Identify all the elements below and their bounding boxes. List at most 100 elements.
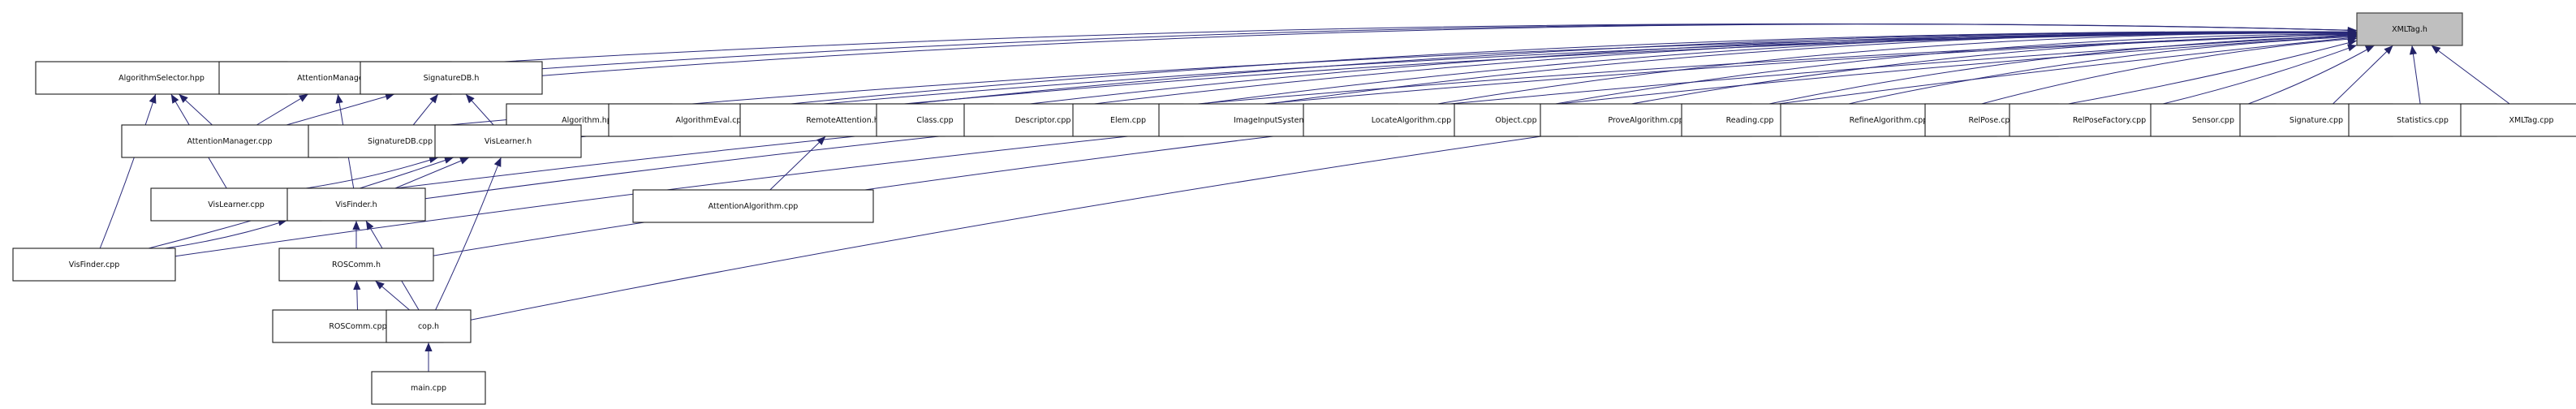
node-label: ROSComm.h	[332, 260, 381, 269]
node-box	[632, 189, 874, 223]
node-box	[2356, 12, 2463, 46]
node-label: cop.h	[418, 322, 439, 331]
edge-arrowhead	[444, 156, 454, 164]
dependency-edge	[2162, 45, 2358, 105]
dependency-edge	[424, 33, 2358, 200]
graph-node-vislearner-h[interactable]: VisLearner.h	[434, 124, 582, 158]
graph-node-xmltag-h[interactable]: XMLTag.h	[2356, 12, 2463, 46]
graph-node-cop-h[interactable]: cop.h	[386, 309, 472, 343]
dependency-edge	[165, 220, 288, 249]
node-label: AttentionManager.cpp	[187, 137, 273, 146]
dependency-edge	[1397, 32, 2358, 111]
edge-layer	[99, 23, 2510, 372]
edge-arrowhead	[2431, 45, 2441, 54]
dependency-edge	[435, 157, 502, 311]
edge-arrowhead	[352, 221, 360, 230]
edge-arrowhead	[2364, 45, 2375, 53]
node-label: ProveAlgorithm.cpp	[1608, 116, 1683, 125]
node-label: VisLearner.h	[485, 137, 532, 146]
node-label: AlgorithmEval.cpp	[676, 116, 747, 125]
edge-arrowhead	[424, 342, 433, 351]
edge-arrowhead	[375, 281, 385, 290]
graph-node-main-cpp[interactable]: main.cpp	[371, 371, 486, 405]
dependency-edge	[394, 157, 470, 189]
edge-arrowhead	[816, 136, 826, 145]
dependency-edge	[1577, 34, 2358, 114]
node-label: XMLTag.h	[2392, 25, 2427, 34]
node-label: SignatureDB.h	[424, 74, 480, 83]
graph-node-visfinder-cpp[interactable]: VisFinder.cpp	[12, 248, 176, 282]
node-label: ROSComm.cpp	[329, 322, 386, 331]
node-label: Algorithm.hpp	[562, 116, 617, 125]
dependency-edge	[1817, 36, 2358, 111]
dependency-edge	[2057, 40, 2358, 106]
dependency-edge	[2411, 45, 2421, 105]
node-label: Descriptor.cpp	[1015, 116, 1071, 125]
dependency-edge	[769, 136, 826, 191]
node-label: SignatureDB.cpp	[368, 137, 433, 146]
dependency-edge	[1121, 32, 2358, 115]
dependency-edge	[286, 93, 395, 126]
edge-arrowhead	[179, 94, 188, 103]
dependency-edge	[256, 93, 308, 126]
node-box	[12, 248, 176, 282]
node-label: LocateAlgorithm.cpp	[1372, 116, 1451, 125]
edge-arrowhead	[2347, 34, 2357, 42]
edge-arrowhead	[385, 93, 394, 101]
edge-arrowhead	[353, 281, 361, 291]
graph-node-attentionmanager-cpp[interactable]: AttentionManager.cpp	[121, 124, 338, 158]
edge-arrowhead	[2347, 44, 2357, 52]
node-label: VisFinder.cpp	[69, 260, 120, 269]
dependency-edge	[2248, 45, 2376, 105]
edge-arrowhead	[170, 94, 179, 104]
node-label: ImageInputSystem.cpp	[1234, 116, 1323, 125]
edge-arrowhead	[465, 94, 475, 104]
node-label: Sensor.cpp	[2192, 116, 2234, 125]
dependency-edge	[99, 93, 157, 249]
node-label: RemoteAttention.h	[806, 116, 879, 125]
node-label: Statistics.cpp	[2397, 116, 2449, 125]
node-label: RelPoseFactory.cpp	[2073, 116, 2146, 125]
graph-node-attentionalgorithm-cpp[interactable]: AttentionAlgorithm.cpp	[632, 189, 874, 223]
node-box	[386, 309, 472, 343]
edge-arrowhead	[365, 221, 374, 230]
edge-arrowhead	[459, 157, 470, 165]
dependency-edge	[1981, 37, 2358, 105]
node-label: VisLearner.cpp	[208, 200, 265, 209]
node-label: AlgorithmSelector.hpp	[118, 74, 205, 83]
edge-arrowhead	[149, 94, 157, 104]
node-label: RefineAlgorithm.cpp	[1850, 116, 1928, 125]
node-label: Object.cpp	[1495, 116, 1536, 125]
node-label: AttentionAlgorithm.cpp	[709, 202, 799, 211]
node-label: Elem.cpp	[1110, 116, 1146, 125]
node-box	[360, 61, 543, 95]
node-box	[286, 187, 426, 222]
node-label: Class.cpp	[916, 116, 953, 125]
node-label: AttentionManager.h	[297, 74, 373, 83]
edge-arrowhead	[2409, 45, 2417, 55]
node-box	[371, 371, 486, 405]
node-box	[121, 124, 338, 158]
node-label: VisFinder.h	[335, 200, 377, 209]
dependency-edge	[2431, 45, 2510, 105]
node-label: main.cpp	[411, 384, 446, 393]
node-label: Reading.cpp	[1726, 116, 1774, 125]
node-box	[278, 248, 434, 282]
dependency-edge	[321, 32, 2358, 198]
graph-node-roscomm-h[interactable]: ROSComm.h	[278, 248, 434, 282]
graph-node-xmltag-cpp[interactable]: XMLTag.cpp	[2460, 103, 2576, 137]
graph-node-visfinder-h[interactable]: VisFinder.h	[286, 187, 426, 222]
dependency-edge	[470, 37, 2358, 321]
graph-node-signaturedb-h[interactable]: SignatureDB.h	[360, 61, 543, 95]
node-box	[434, 124, 582, 158]
node-label: RelPose.cpp	[1969, 116, 2015, 125]
node-label: XMLTag.cpp	[2509, 116, 2553, 125]
dependency-edge	[305, 157, 439, 189]
edge-arrowhead	[429, 94, 438, 104]
node-box	[2460, 103, 2576, 137]
edge-arrowhead	[493, 157, 502, 167]
edge-arrowhead	[335, 94, 343, 104]
